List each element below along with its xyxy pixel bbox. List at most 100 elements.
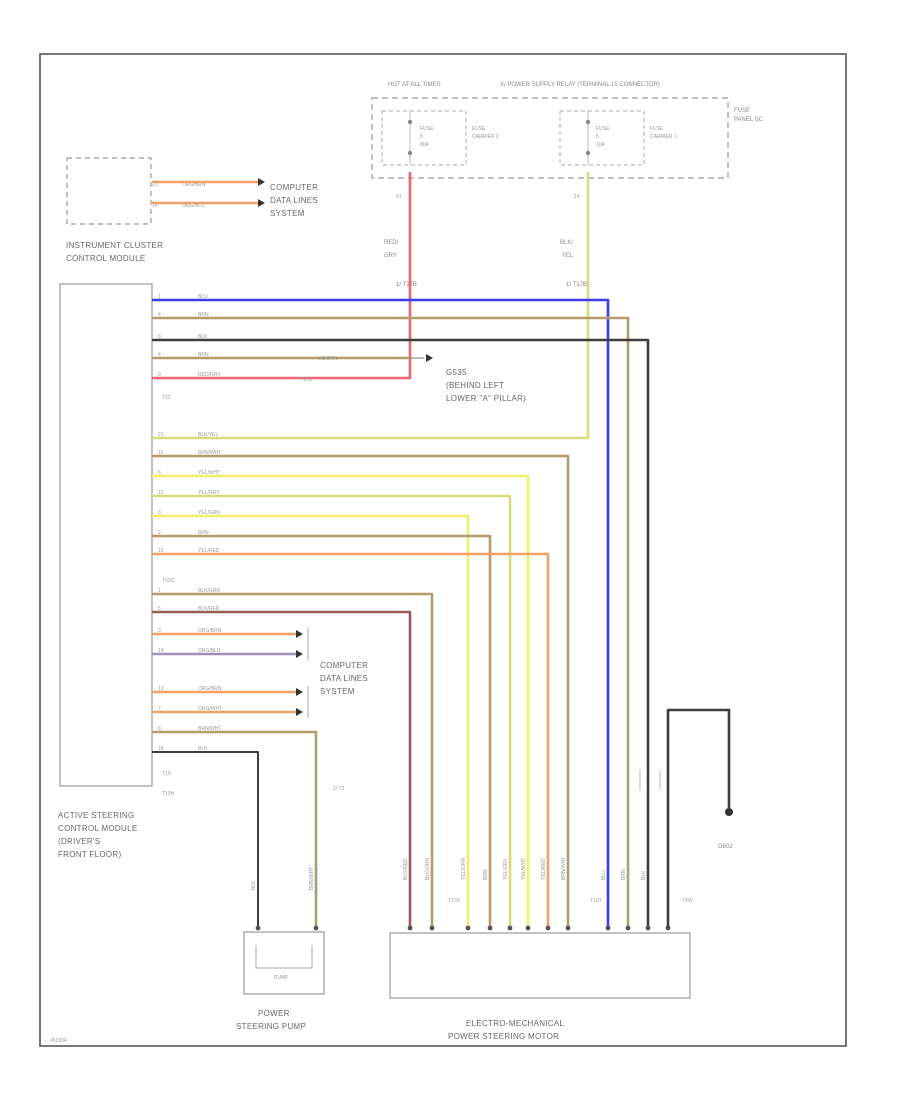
motor-pin-0 <box>407 925 413 931</box>
fuse-panel-label-1: FUSE <box>734 108 750 114</box>
t32-label: T32 <box>162 395 171 401</box>
mid-wire-color-2: YEL/WHT <box>198 470 220 476</box>
c-wire-color-0: BLK/GRN <box>198 588 220 594</box>
motor-pin-1 <box>429 925 435 931</box>
wire-blk <box>152 338 650 928</box>
g535-splice-label: V/2 BRN <box>318 356 338 362</box>
mid-wire-color-4: YEL/GRN <box>198 510 220 516</box>
pump-pin-2 <box>313 925 319 931</box>
fuse-panel-label-2: PANEL SC <box>734 117 764 123</box>
pump-wire-label-2: BRN/WHT <box>309 867 315 890</box>
fuse-5-pin: 14 <box>574 194 580 200</box>
g535-arrow <box>426 354 433 362</box>
ground-g535: V/2 BRN T17D G535 (BEHIND LEFT LOWER "A"… <box>300 354 526 403</box>
wire-blk-red <box>152 610 412 928</box>
motor-pin-4 <box>507 925 513 931</box>
motor-wire-label-2: YEL/GRN <box>461 858 467 880</box>
g535-name-2: (BEHIND LEFT <box>446 381 504 390</box>
mid-wire-pin-0: 21 <box>158 432 164 438</box>
motor-pin-9 <box>625 925 631 931</box>
fuse-5-label: FUSE <box>596 126 610 132</box>
g535-pin-label: T17D <box>300 377 313 383</box>
cdl-arrow-2 <box>296 650 303 658</box>
mid-wire-pin-4: 3 <box>158 510 161 516</box>
fuse-5-terminal <box>585 119 591 125</box>
wire-brn-1 <box>152 316 630 928</box>
c-wire-pin-5: 7 <box>158 706 161 712</box>
fuse-block: HOT AT ALL TIMES X/ POWER SUPPLY RELAY (… <box>371 82 764 200</box>
eps-motor: ELECTRO-MECHANICAL POWER STEERING MOTOR … <box>389 898 693 1041</box>
mid-wire-color-1: BRN/WHT <box>198 450 221 456</box>
fuse-8-terminal-2 <box>407 150 413 156</box>
mid-wire-pin-5: 2 <box>158 530 161 536</box>
c-wire-color-7: BLK <box>198 746 208 752</box>
motor-wire-label-8: BLU <box>601 870 607 880</box>
ic-dest-3: SYSTEM <box>270 209 305 218</box>
wire-blk-pump <box>152 751 259 928</box>
feed-left-connector: 1/ T17B <box>396 282 417 288</box>
c-wire-color-4: ORG/BRN <box>198 686 222 692</box>
cdl-arrow-4 <box>296 708 303 716</box>
cdl-system-2: DATA LINES <box>320 674 368 683</box>
fuse-5-terminal-2 <box>585 150 591 156</box>
motor-pin-7 <box>565 925 571 931</box>
feed-left-color-2: GRY <box>384 253 397 259</box>
top-wire-pin-3: 4 <box>158 352 161 358</box>
g602-terminal <box>725 808 733 816</box>
top-wire-pin-0: 1 <box>158 294 161 300</box>
c-wire-pin-4: 13 <box>158 686 164 692</box>
c-wire-pin-0: 1 <box>158 588 161 594</box>
motor-wire-label-0: BLK/RED <box>403 858 409 880</box>
pump-box <box>243 931 325 995</box>
eps-conn-mid: T10T <box>590 898 602 904</box>
mid-wire-color-6: YEL/RED <box>198 548 220 554</box>
figure-id: 451904 <box>50 1038 67 1044</box>
wire-red-gry-feed <box>152 172 412 380</box>
asc-module-box <box>59 283 153 787</box>
top-wire-color-3: BRN <box>198 352 209 358</box>
wire-brn-wht-pump <box>152 730 318 928</box>
eps-motor-box <box>389 932 691 999</box>
wire-blk-grn <box>152 592 434 928</box>
fuse-carrier-1-label: FUSE <box>650 126 664 132</box>
fuse-carrier-1-name: CARRIER 1 <box>650 134 677 140</box>
t10h-label: T10H <box>162 791 175 797</box>
feed-right-color-2: YEL <box>562 253 574 259</box>
fuse-8-box <box>381 110 467 166</box>
pump-name-2: STEERING PUMP <box>236 1022 306 1031</box>
wire-mid-3 <box>152 494 512 928</box>
ic-arrow-1 <box>258 178 265 186</box>
c-wire-pin-7: 15 <box>158 746 164 752</box>
motor-pin-3 <box>487 925 493 931</box>
wire-g602 <box>666 708 731 928</box>
motor-wire-label-10: BLK <box>641 870 647 880</box>
top-wire-color-2: BLK <box>198 334 208 340</box>
c-wire-pin-2: 3 <box>158 628 161 634</box>
eps-motor-name-1: ELECTRO-MECHANICAL <box>466 1019 565 1028</box>
top-wire-pin-2: 8 <box>158 334 161 340</box>
mid-wire-color-3: YEL/GRY <box>198 490 220 496</box>
eps-motor-name-2: POWER STEERING MOTOR <box>448 1032 559 1041</box>
motor-pin-6 <box>545 925 551 931</box>
c-wire-color-5: ORG/WHT <box>198 706 222 712</box>
fuse-8-amps: 80A <box>420 142 430 148</box>
pump-box-label: PUMP <box>274 975 289 981</box>
wire-mid-2 <box>152 474 530 928</box>
c-wire-pin-6: 8 <box>158 726 161 732</box>
feed-right-color-1: BLK/ <box>560 240 573 246</box>
ground-g602: G602 <box>718 808 733 850</box>
motor-wire-label-6: YEL/RED <box>541 858 547 880</box>
wire-mid-4 <box>152 514 470 928</box>
active-steering-module: ACTIVE STEERING CONTROL MODULE (DRIVER'S… <box>58 283 175 859</box>
fuse-8-label: FUSE <box>420 126 434 132</box>
motor-pin-8 <box>605 925 611 931</box>
ic-wire-2-color: ORG/BLU <box>182 203 205 209</box>
diagram-frame <box>39 53 847 1047</box>
mid-wire-pin-6: 10 <box>158 548 164 554</box>
wire-blk-yel-feed <box>152 172 590 440</box>
motor-wire-label-3: BRN <box>483 869 489 880</box>
asc-module-name-3: (DRIVER'S <box>58 837 100 846</box>
splice-marks <box>639 770 661 790</box>
fuse-panel-outline <box>371 97 729 179</box>
